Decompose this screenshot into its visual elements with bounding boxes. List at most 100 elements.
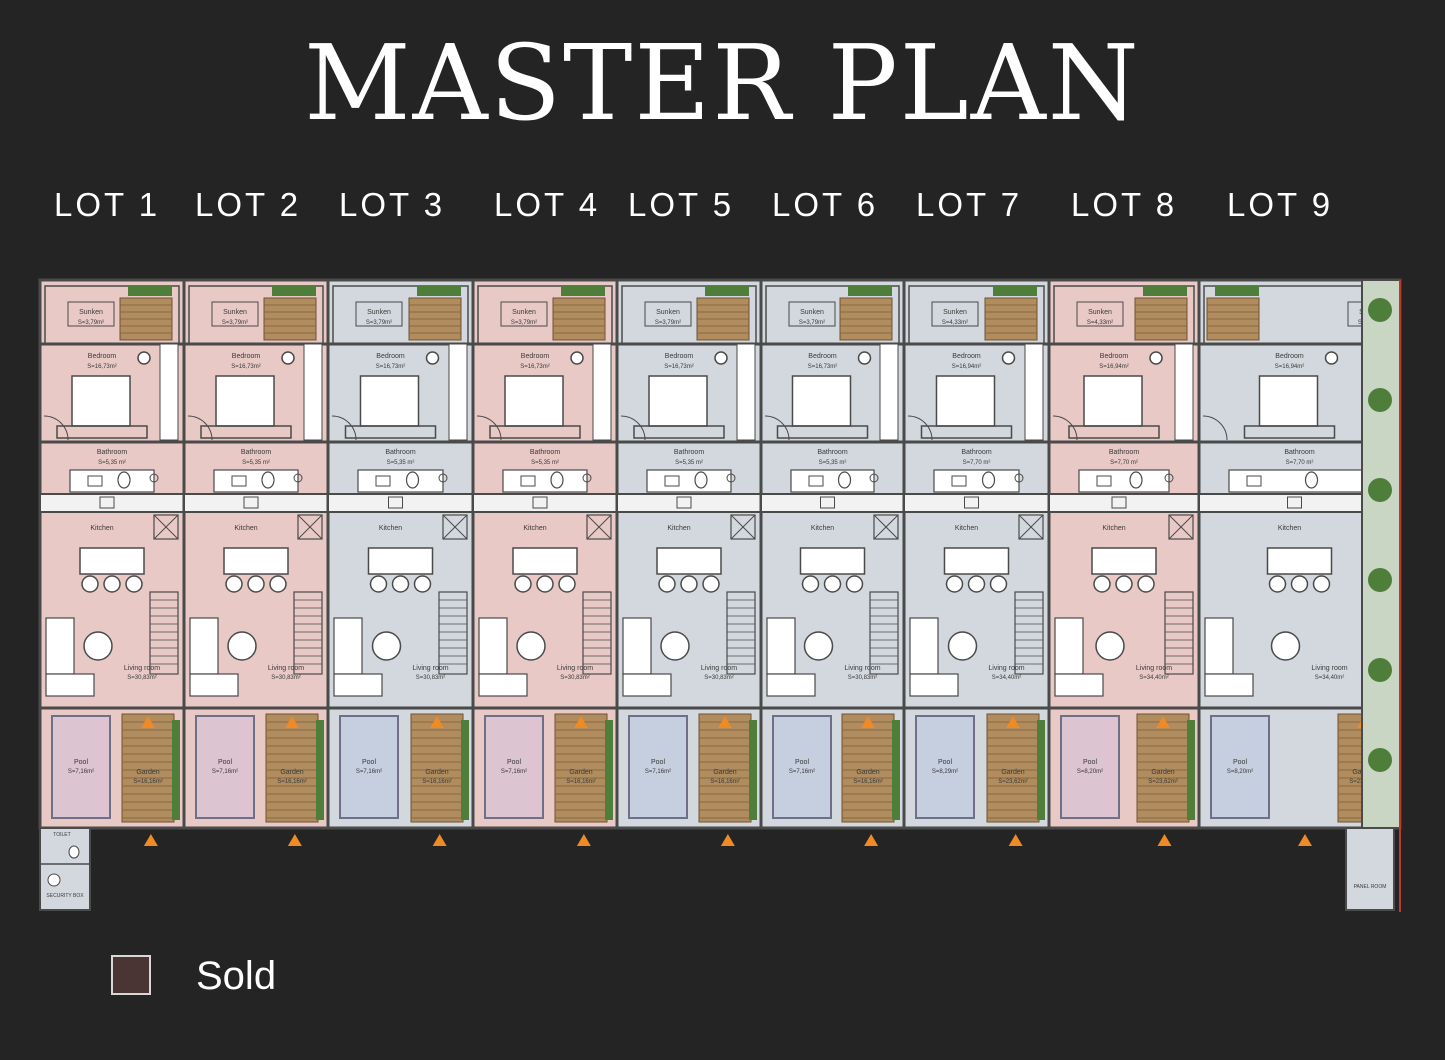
washbasin: [1287, 496, 1302, 509]
door-swing: [1202, 415, 1228, 441]
bedroom-area-label: S=16,94m²: [1275, 364, 1305, 370]
door-swing: [476, 415, 502, 441]
pool-area-label: S=8,20m²: [1227, 769, 1253, 775]
kitchen-island: [799, 547, 866, 575]
sunken-label: Sunken: [1088, 309, 1112, 316]
pool: [1060, 715, 1120, 819]
chair: [47, 873, 61, 887]
garden-planting: [1037, 720, 1045, 820]
sunken-area-label: S=4,33m²: [942, 320, 968, 326]
planter: [128, 286, 172, 296]
sofa: [909, 617, 939, 675]
wardrobe: [1174, 343, 1194, 441]
kitchen-cabinet: [442, 514, 468, 540]
kitchen-cabinet: [730, 514, 756, 540]
garden-label: Garden: [280, 769, 303, 776]
bedroom-label: Bedroom: [1100, 353, 1129, 360]
side-landscape: [1361, 279, 1401, 829]
bed: [71, 375, 131, 427]
sunken-pool: [1076, 301, 1124, 327]
bar-stool: [391, 575, 410, 593]
pool: [51, 715, 111, 819]
lot-plan-3: SunkenS=3,79m²BedroomS=16,73m²BathroomS=…: [326, 278, 475, 830]
kitchen-label: Kitchen: [955, 525, 978, 532]
bar-stool: [225, 575, 243, 593]
staircase: [149, 591, 179, 675]
bar-stool: [1290, 575, 1309, 593]
living-room-label: Living room: [557, 665, 593, 672]
door-swing: [187, 415, 213, 441]
living-area-label: S=30,83m²: [416, 675, 446, 681]
toilet: [1304, 471, 1319, 489]
kitchen-cabinet: [153, 514, 179, 540]
panel-annex: PANEL ROOM: [1345, 827, 1395, 911]
entrance-marker: [432, 834, 447, 846]
living-area-label: S=34,40m²: [1315, 675, 1345, 681]
shower-drain: [1164, 473, 1174, 483]
sofa: [478, 617, 508, 675]
bathroom-area-label: S=5,35 m²: [242, 460, 270, 466]
pool-area-label: S=7,16m²: [68, 769, 94, 775]
bedroom-area-label: S=16,73m²: [520, 364, 550, 370]
staircase: [293, 591, 323, 675]
lot-label-7: LOT 7: [916, 186, 1023, 223]
pool-label: Pool: [795, 759, 809, 766]
kitchen-cabinet: [873, 514, 899, 540]
bedroom-area-label: S=16,94m²: [952, 364, 982, 370]
pool: [339, 715, 399, 819]
garden-deck: [410, 713, 464, 823]
garden-planting: [892, 720, 900, 820]
sofa-chaise: [766, 673, 816, 697]
sofa: [766, 617, 796, 675]
bedroom-label: Bedroom: [952, 353, 981, 360]
bathroom-label: Bathroom: [674, 449, 705, 456]
toilet-label: TOILET: [53, 832, 70, 838]
bedroom-label: Bedroom: [521, 353, 550, 360]
garden-area-label: S=23,62m²: [998, 779, 1028, 785]
lot-plan-6: SunkenS=3,79m²BedroomS=16,73m²BathroomS=…: [759, 278, 906, 830]
sink: [87, 475, 103, 487]
vanity: [1228, 469, 1371, 493]
garden-label: Garden: [425, 769, 448, 776]
bathroom-label: Bathroom: [961, 449, 992, 456]
pool-area-label: S=8,29m²: [932, 769, 958, 775]
garden-planting: [605, 720, 613, 820]
sink: [808, 475, 824, 487]
bedroom-area-label: S=16,73m²: [87, 364, 117, 370]
pool: [1210, 715, 1270, 819]
bedside-lamp: [281, 351, 295, 365]
bar-stool: [536, 575, 554, 593]
living-area-label: S=30,83m²: [271, 675, 301, 681]
pool: [628, 715, 688, 819]
bed: [504, 375, 564, 427]
sunken-area-label: S=3,79m²: [78, 320, 104, 326]
cabinet-cross: [586, 514, 612, 540]
planter: [1143, 286, 1187, 296]
bar-stool: [81, 575, 99, 593]
garden-marker: [574, 716, 588, 728]
shower-drain: [438, 473, 448, 483]
bedroom-area-label: S=16,73m²: [664, 364, 694, 370]
entrance-marker: [720, 834, 735, 846]
bed-bench: [920, 425, 1013, 439]
sink: [1096, 475, 1112, 487]
bedside-lamp: [1149, 351, 1163, 365]
wardrobe: [303, 343, 323, 441]
bed-bench: [200, 425, 292, 439]
bed: [935, 375, 996, 427]
sink: [231, 475, 247, 487]
pool-label: Pool: [1233, 759, 1247, 766]
vanity: [790, 469, 875, 493]
lot-label-9: LOT 9: [1227, 186, 1334, 223]
tree: [1368, 388, 1392, 412]
sink: [664, 475, 680, 487]
bedside-lamp: [714, 351, 728, 365]
pool-area-label: S=7,16m²: [212, 769, 238, 775]
bedroom-area-label: S=16,94m²: [1099, 364, 1129, 370]
sunken-label: Sunken: [512, 309, 536, 316]
kitchen-label: Kitchen: [1102, 525, 1125, 532]
toilet: [550, 471, 564, 489]
living-room-label: Living room: [124, 665, 160, 672]
bathroom-label: Bathroom: [817, 449, 848, 456]
sunken-label: Sunken: [367, 309, 391, 316]
